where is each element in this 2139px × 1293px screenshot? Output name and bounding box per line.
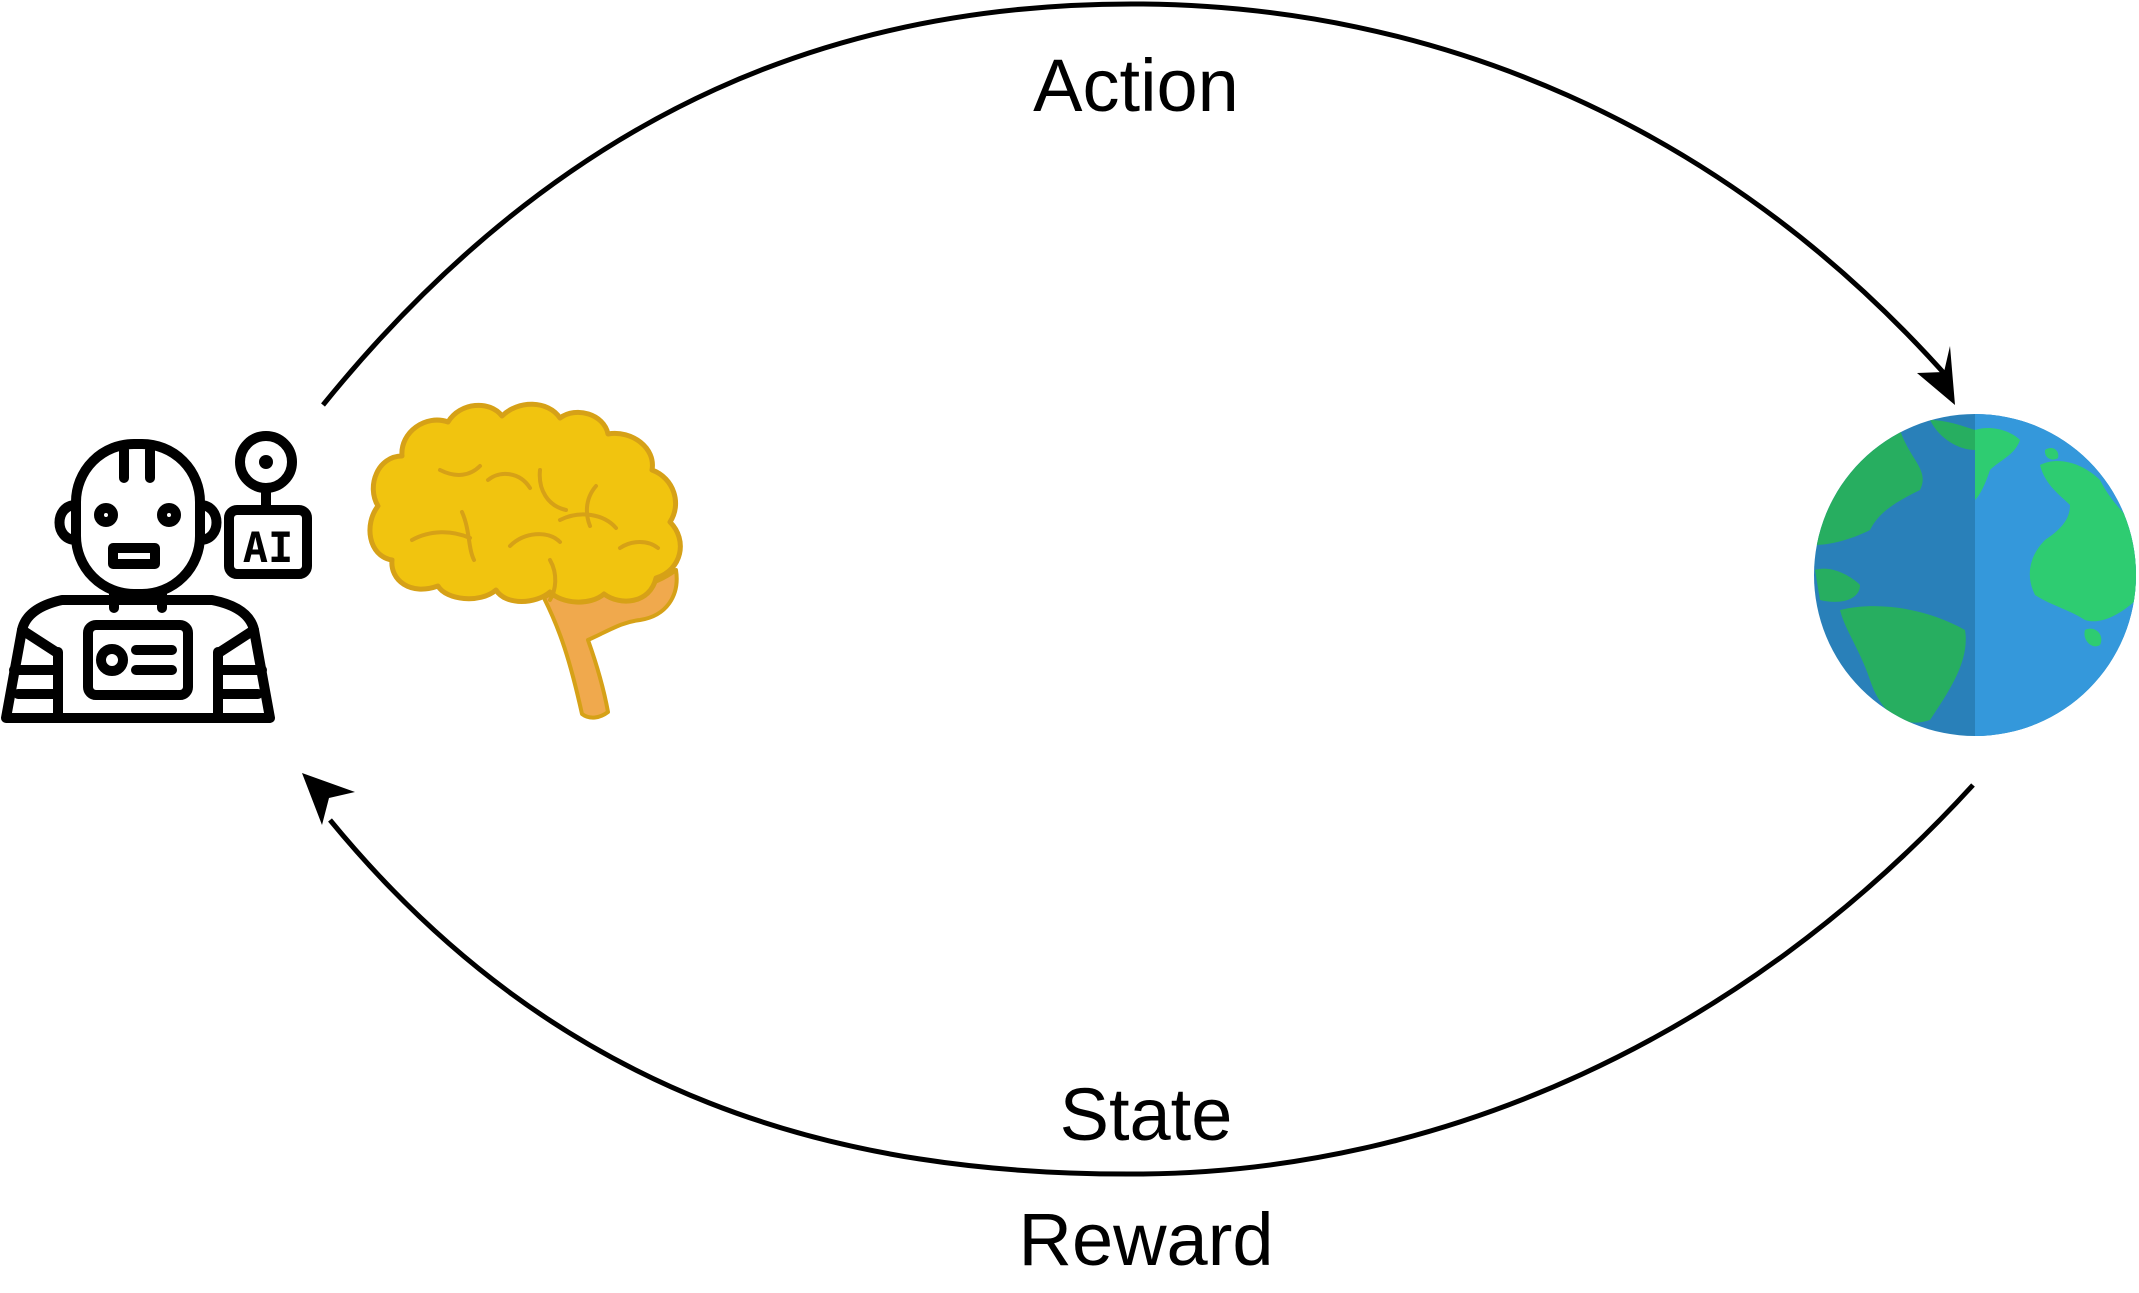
brain-icon [367,401,683,720]
action-label: Action [1033,44,1239,127]
action-arrow [321,1,1955,407]
state-reward-arrowhead [302,773,355,825]
robot-ai-icon: AI [1,431,312,723]
brain-body [367,401,683,605]
earth-globe-icon [1814,414,2136,736]
state-reward-arrow [302,773,1975,1177]
reward-label: Reward [1019,1198,1274,1281]
robot-badge-text: AI [243,523,294,572]
action-arrowhead [1917,346,1955,405]
state-label: State [1060,1073,1233,1156]
